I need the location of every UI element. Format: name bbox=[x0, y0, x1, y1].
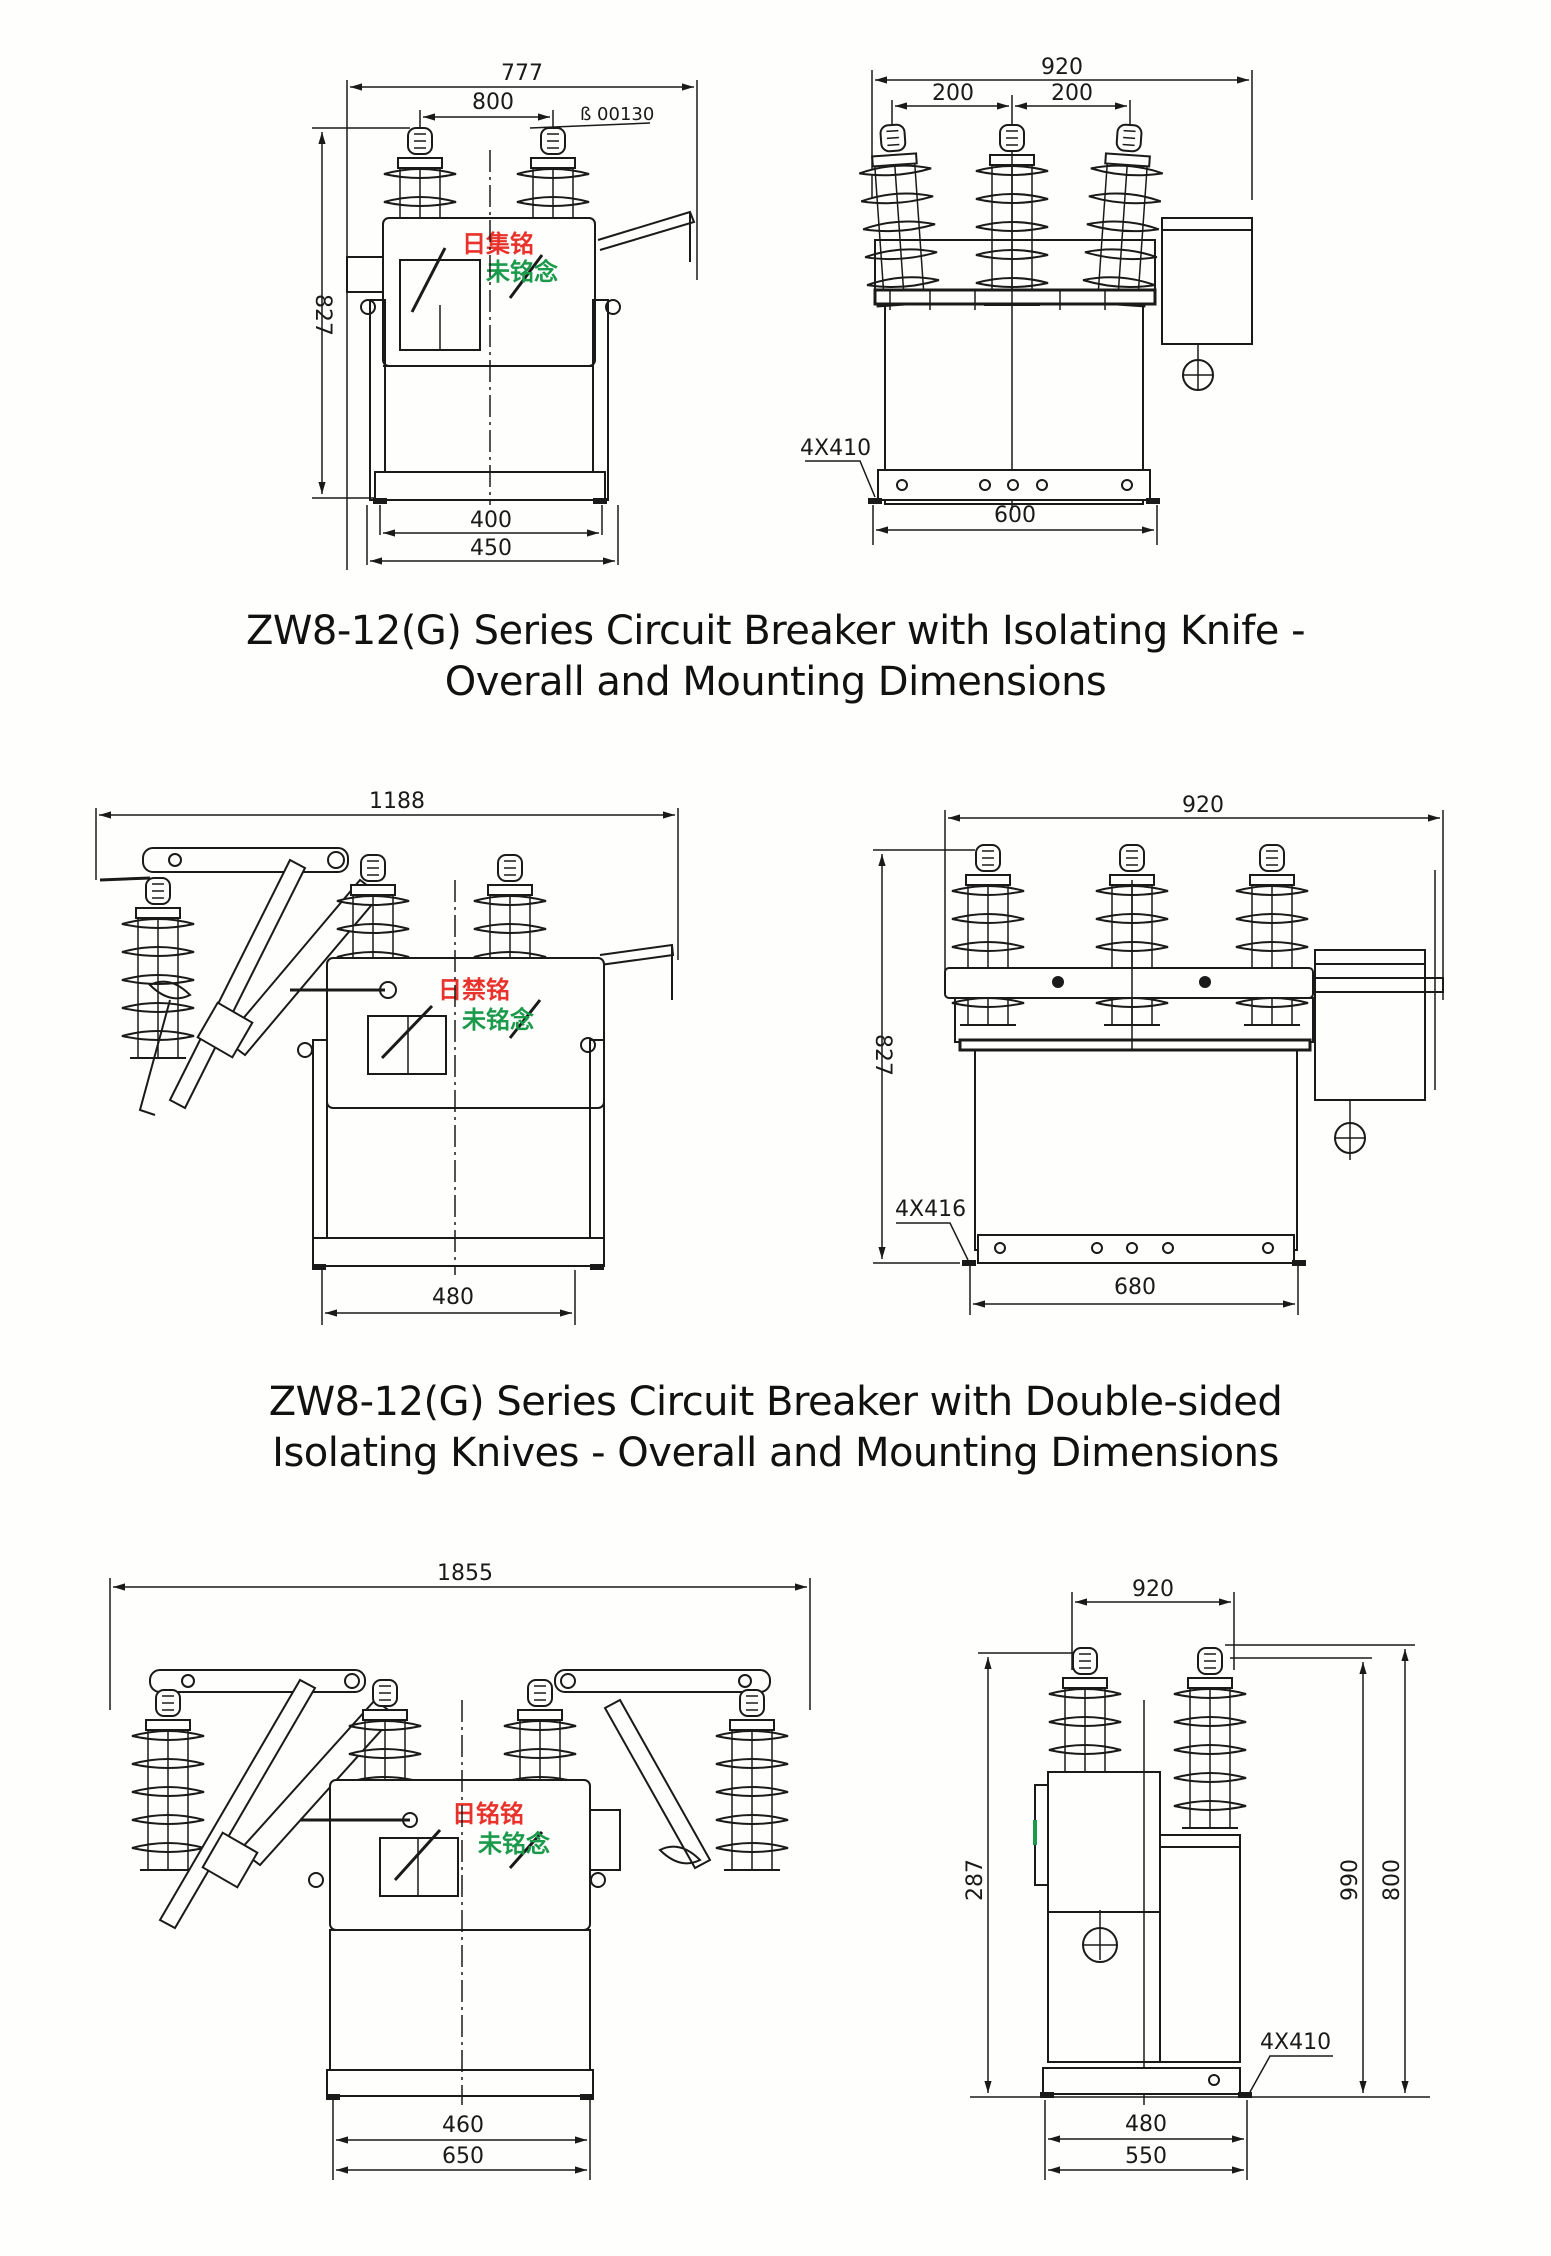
fig1-panel-label-red: 日集铭 bbox=[462, 230, 534, 258]
fig1-front-terminal-note: ß 00130 bbox=[580, 104, 654, 125]
fig1-front-mount-outer: 450 bbox=[470, 536, 512, 561]
fig3-front-view: 日铭铭 未铭念 1855 460 650 bbox=[109, 1561, 811, 2180]
fig1-side-phase-spacing-left: 200 bbox=[932, 81, 974, 106]
fig3-side-mount-outer: 550 bbox=[1125, 2144, 1167, 2169]
fig2-side-view: 920 827 4X416 680 bbox=[870, 793, 1444, 1315]
fig2-caption-line-2: Isolating Knives - Overall and Mounting … bbox=[272, 1430, 1279, 1476]
fig2-side-base-width: 680 bbox=[1114, 1275, 1156, 1300]
fig1-panel-label-green: 未铭念 bbox=[486, 258, 558, 286]
fig3-panel-label-red: 日铭铭 bbox=[452, 1800, 524, 1828]
fig1-side-base-width: 600 bbox=[994, 503, 1036, 528]
fig1-front-mount-inner: 400 bbox=[470, 508, 512, 533]
fig3-side-left-height: 287 bbox=[963, 1859, 988, 1901]
fig1-front-height: 827 bbox=[310, 294, 335, 336]
fig2-side-hole-note: 4X416 bbox=[895, 1197, 966, 1222]
fig2-panel-label-red: 日禁铭 bbox=[438, 976, 510, 1004]
fig3-side-height-b: 800 bbox=[1380, 1859, 1405, 1901]
fig2-side-height: 827 bbox=[870, 1034, 895, 1076]
fig1-front-overall-width: 777 bbox=[501, 61, 543, 86]
fig2-caption-line-1: ZW8-12(G) Series Circuit Breaker with Do… bbox=[268, 1379, 1283, 1425]
fig3-front-overall-width: 1855 bbox=[437, 1561, 493, 1586]
fig3-side-pole-spacing: 920 bbox=[1132, 1577, 1174, 1602]
fig1-front-view: 日集铭 未铭念 777 800 ß 00130 827 400 450 bbox=[310, 61, 698, 570]
fig2-side-overall-width: 920 bbox=[1182, 793, 1224, 818]
fig1-side-overall-width: 920 bbox=[1041, 55, 1083, 80]
fig1-side-view: 920 200 200 4X410 600 bbox=[800, 55, 1253, 545]
fig3-front-mount-outer: 650 bbox=[442, 2144, 484, 2169]
fig2-front-overall-width: 1188 bbox=[369, 789, 425, 814]
fig1-front-pole-spacing: 800 bbox=[472, 90, 514, 115]
fig2-front-view: 日禁铭 未铭念 1188 480 bbox=[95, 789, 679, 1325]
fig1-side-phase-spacing-right: 200 bbox=[1051, 81, 1093, 106]
fig3-panel-label-green: 未铭念 bbox=[478, 1830, 550, 1858]
fig1-caption-line-2: Overall and Mounting Dimensions bbox=[444, 659, 1107, 705]
fig1-caption: ZW8-12(G) Series Circuit Breaker with Is… bbox=[0, 606, 1551, 708]
fig2-panel-label-green: 未铭念 bbox=[462, 1006, 534, 1034]
fig3-side-mount-inner: 480 bbox=[1125, 2112, 1167, 2137]
fig3-front-mount-inner: 460 bbox=[442, 2113, 484, 2138]
fig1-side-hole-note: 4X410 bbox=[800, 436, 871, 461]
fig1-caption-line-1: ZW8-12(G) Series Circuit Breaker with Is… bbox=[245, 608, 1306, 654]
fig3-side-hole-note: 4X410 bbox=[1260, 2030, 1331, 2055]
fig3-side-height-a: 990 bbox=[1338, 1859, 1363, 1901]
fig2-caption: ZW8-12(G) Series Circuit Breaker with Do… bbox=[0, 1377, 1551, 1479]
fig2-front-mount-width: 480 bbox=[432, 1285, 474, 1310]
fig3-side-view: 920 287 990 800 4X410 480 550 bbox=[963, 1577, 1430, 2180]
